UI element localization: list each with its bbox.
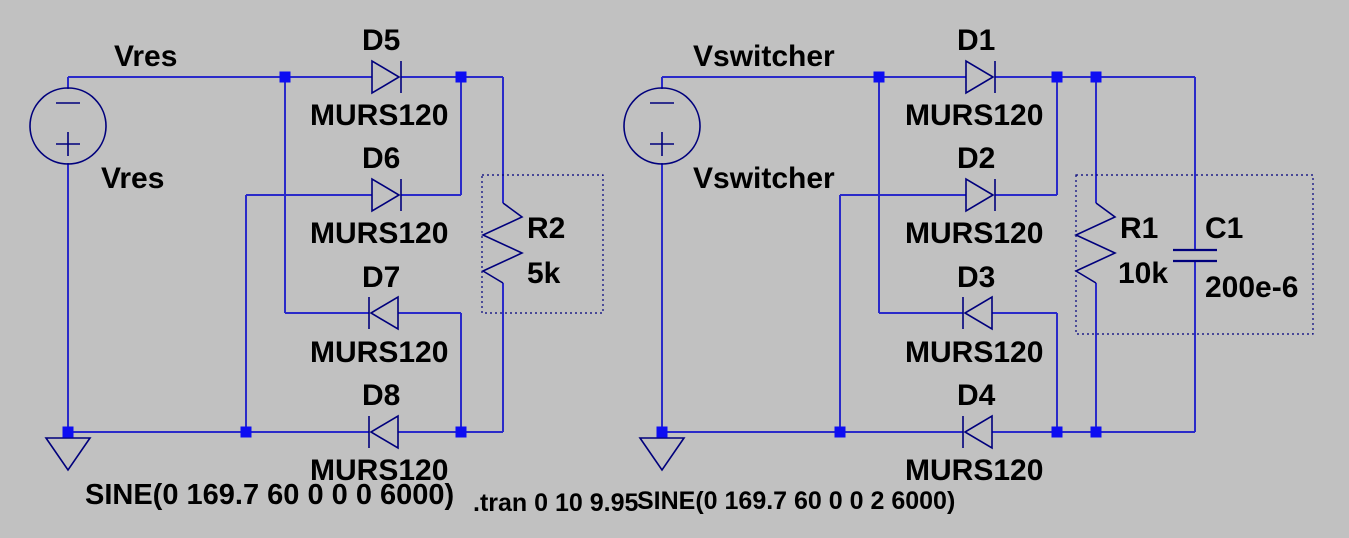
source-value-sine[interactable]: SINE(0 169.7 60 0 0 0 6000) xyxy=(85,479,454,511)
ground-triangle[interactable] xyxy=(638,437,686,472)
diode-d8[interactable] xyxy=(368,414,399,450)
left-junctions xyxy=(62,71,467,438)
voltage-source-vres[interactable] xyxy=(29,87,107,165)
diode-symbol[interactable] xyxy=(965,59,995,95)
diode-symbol[interactable] xyxy=(371,59,401,95)
voltage-source-symbol[interactable] xyxy=(29,87,107,165)
left-wires xyxy=(67,76,504,438)
diode-symbol[interactable] xyxy=(965,177,995,213)
right-junctions xyxy=(656,71,1102,438)
resistor-symbol[interactable] xyxy=(1074,202,1117,284)
diode-designator[interactable]: D5 xyxy=(362,24,400,57)
junction-dot xyxy=(1090,426,1102,438)
capacitor-c1[interactable] xyxy=(1173,248,1217,263)
diode-model-label[interactable]: MURS120 xyxy=(310,217,448,250)
resistor-value[interactable]: 10k xyxy=(1118,257,1168,290)
diode-model-label[interactable]: MURS120 xyxy=(905,99,1043,132)
diode-symbol[interactable] xyxy=(963,414,993,450)
diode-designator[interactable]: D1 xyxy=(957,24,995,57)
diode-d2[interactable] xyxy=(965,177,996,213)
diode-d6[interactable] xyxy=(371,177,402,213)
junction-dot xyxy=(279,71,291,83)
ground-symbol-left[interactable] xyxy=(44,437,92,472)
left-circuit: Vres Vres D5 MURS120 D6 MURS120 D7 MURS1… xyxy=(29,24,604,511)
diode-symbol[interactable] xyxy=(369,414,399,450)
source-name-label[interactable]: Vswitcher xyxy=(693,162,835,195)
selection-box-r1-c1 xyxy=(1075,174,1314,335)
source-name-label[interactable]: Vres xyxy=(101,162,164,195)
resistor-designator[interactable]: R1 xyxy=(1120,212,1158,245)
ground-triangle[interactable] xyxy=(44,437,92,472)
right-circuit: Vswitcher Vswitcher D1 MURS120 D2 MURS12… xyxy=(623,24,1314,515)
diode-model-label[interactable]: MURS120 xyxy=(310,336,448,369)
junction-dot xyxy=(656,426,668,438)
right-wires xyxy=(661,76,1196,438)
net-label-vswitcher[interactable]: Vswitcher xyxy=(693,40,835,73)
diode-d1[interactable] xyxy=(965,59,996,95)
diode-model-label[interactable]: MURS120 xyxy=(310,454,448,487)
source-value-sine[interactable]: SINE(0 169.7 60 0 0 2 6000) xyxy=(637,487,955,515)
diode-designator[interactable]: D7 xyxy=(362,261,400,294)
diode-designator[interactable]: D6 xyxy=(362,142,400,175)
resistor-value[interactable]: 5k xyxy=(527,257,561,290)
capacitor-value[interactable]: 200e-6 xyxy=(1205,271,1298,304)
junction-dot xyxy=(834,426,846,438)
diode-d4[interactable] xyxy=(962,414,993,450)
net-label-vres[interactable]: Vres xyxy=(114,40,177,73)
junction-dot xyxy=(1051,71,1063,83)
junction-dot xyxy=(1090,71,1102,83)
voltage-source-vswitcher[interactable] xyxy=(623,87,701,165)
diode-d5[interactable] xyxy=(371,59,402,95)
resistor-r1[interactable] xyxy=(1074,202,1117,284)
diode-symbol[interactable] xyxy=(963,295,993,331)
resistor-r2[interactable] xyxy=(481,202,524,284)
diode-model-label[interactable]: MURS120 xyxy=(905,217,1043,250)
selection-box-r2 xyxy=(481,174,604,314)
junction-dot xyxy=(455,426,467,438)
diode-symbol[interactable] xyxy=(369,295,399,331)
diode-designator[interactable]: D3 xyxy=(957,261,995,294)
tran-directive[interactable]: .tran 0 10 9.95 xyxy=(473,489,638,517)
junction-dot xyxy=(1051,426,1063,438)
diode-designator[interactable]: D8 xyxy=(362,379,400,412)
resistor-designator[interactable]: R2 xyxy=(527,212,565,245)
junction-dot xyxy=(873,71,885,83)
diode-d3[interactable] xyxy=(962,295,993,331)
voltage-source-symbol[interactable] xyxy=(623,87,701,165)
diode-designator[interactable]: D4 xyxy=(957,379,996,412)
ground-symbol-right[interactable] xyxy=(638,437,686,472)
junction-dot xyxy=(62,426,74,438)
diode-symbol[interactable] xyxy=(371,177,401,213)
capacitor-designator[interactable]: C1 xyxy=(1205,212,1243,245)
diode-model-label[interactable]: MURS120 xyxy=(905,336,1043,369)
junction-dot xyxy=(240,426,252,438)
resistor-symbol[interactable] xyxy=(481,202,524,284)
diode-d7[interactable] xyxy=(368,295,399,331)
junction-dot xyxy=(455,71,467,83)
diode-model-label[interactable]: MURS120 xyxy=(310,99,448,132)
diode-model-label[interactable]: MURS120 xyxy=(905,454,1043,487)
diode-designator[interactable]: D2 xyxy=(957,142,995,175)
